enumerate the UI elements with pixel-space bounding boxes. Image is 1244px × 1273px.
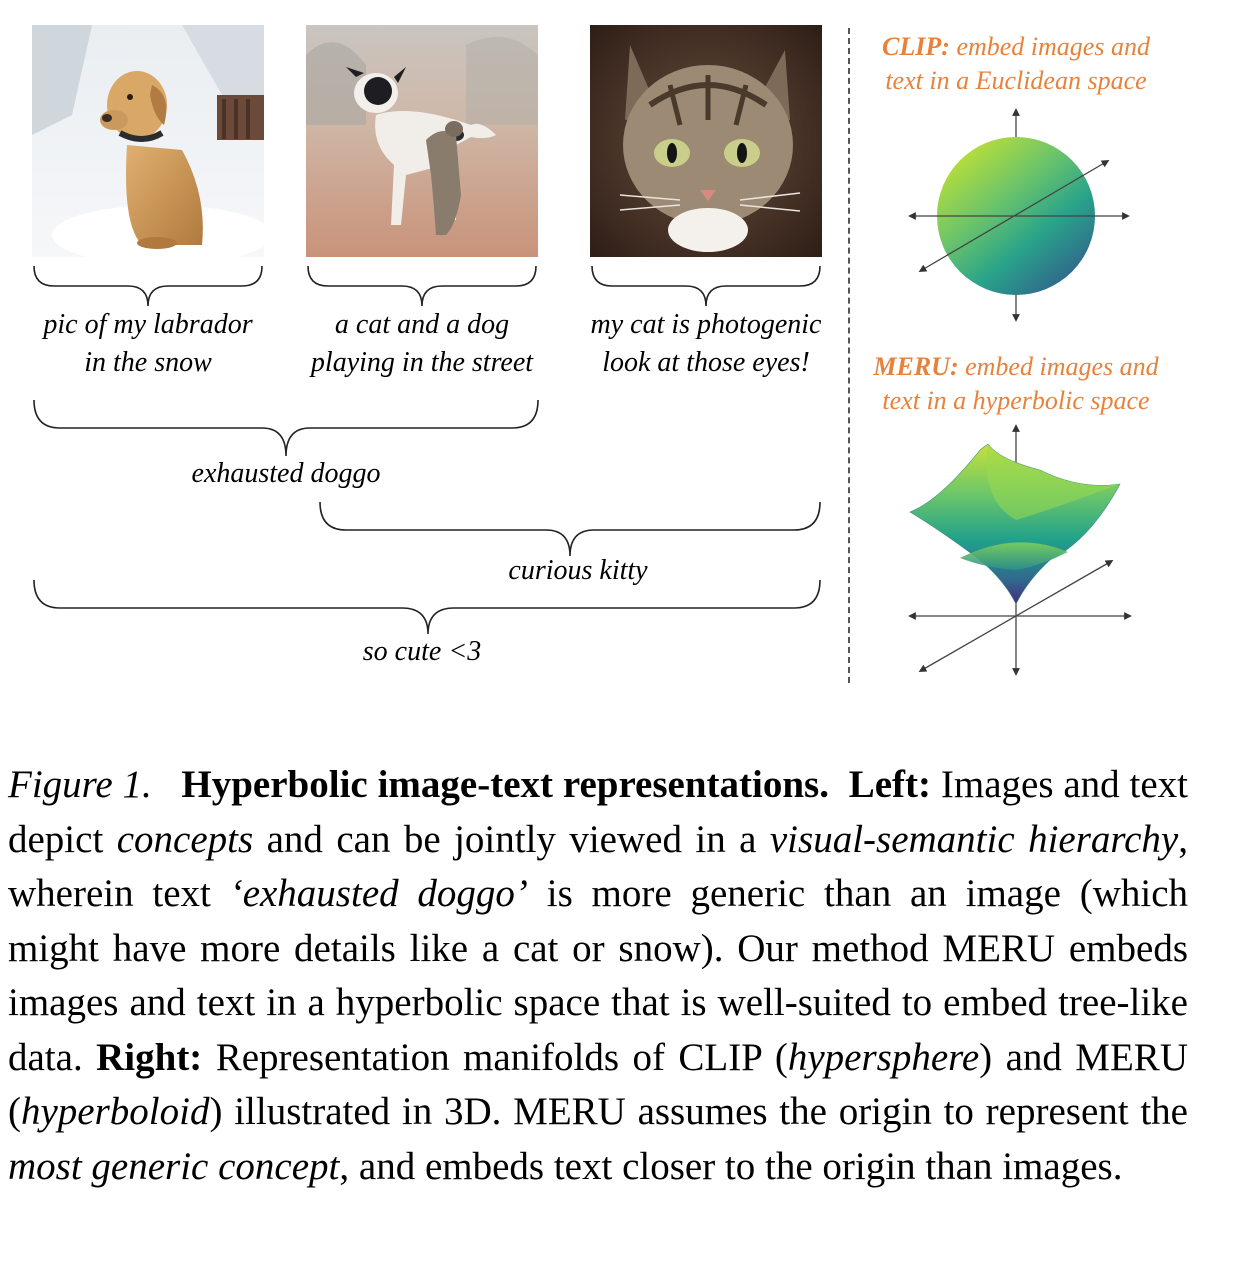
caption-text: and can be jointly viewed in a: [253, 817, 770, 861]
label-curious-kitty: curious kitty: [508, 555, 648, 586]
brace-image-1: [33, 265, 263, 307]
clip-axis-depth: [918, 160, 1110, 272]
brace-image-3: [591, 265, 821, 307]
caption-line: my cat is photogenic: [590, 309, 822, 340]
brace-curious-kitty: [319, 501, 821, 557]
brace-image-2: [307, 265, 537, 307]
meru-hyperboloid-diagram: [908, 424, 1132, 676]
labrador-photo: [32, 25, 264, 257]
caption-text: , wherein text: [8, 817, 1188, 916]
caption-line: pic of my labrador: [43, 309, 253, 340]
brace-so-cute: [33, 579, 821, 635]
meru-label-text: embed images and: [958, 352, 1159, 381]
caption-emphasis: hyperboloid: [21, 1090, 210, 1133]
caption-text: is more generic than an image (which mig…: [8, 872, 1189, 1079]
meru-label-line2: text in a hyperbolic space: [882, 386, 1150, 415]
caption-text: Representation manifolds of CLIP (: [202, 1035, 788, 1079]
label-exhausted-doggo: exhausted doggo: [191, 458, 381, 489]
caption-emphasis: concepts: [116, 817, 254, 861]
image-caption-cat: my cat is photogenic look at those eyes!: [566, 306, 846, 382]
teaser-figure: pic of my labrador in the snow a cat and…: [22, 25, 1178, 683]
cat-photo: [590, 25, 822, 257]
cat-and-dog-photo: [306, 25, 538, 257]
caption-text: , and embeds text closer to the origin t…: [339, 1144, 1123, 1188]
hierarchy-braces: [33, 265, 821, 635]
image-caption-cat-and-dog: a cat and a dog playing in the street: [288, 306, 556, 382]
caption-emphasis: ‘exhausted doggo’: [229, 872, 528, 915]
right-label: Right:: [96, 1035, 203, 1079]
figure-number: Figure 1.: [8, 763, 152, 806]
caption-line: a cat and a dog: [334, 309, 510, 340]
clip-label-text: embed images and: [949, 32, 1150, 61]
clip-hypersphere-diagram: [908, 108, 1130, 322]
caption-text: ) illustrated in 3D. MERU assumes the or…: [209, 1090, 1188, 1133]
figure-title: Hyperbolic image-text representations.: [181, 763, 829, 806]
caption-emphasis: visual-semantic hierarchy: [769, 817, 1179, 861]
image-caption-labrador: pic of my labrador in the snow: [22, 306, 274, 382]
caption-line: look at those eyes!: [602, 347, 810, 378]
caption-text: ) and MERU (: [8, 1035, 1188, 1134]
figure-caption: Figure 1. Hyperbolic image-text represen…: [8, 758, 1188, 1194]
caption-emphasis: most generic concept: [8, 1144, 340, 1188]
caption-emphasis: hypersphere: [787, 1035, 980, 1079]
clip-label-line2: text in a Euclidean space: [885, 66, 1147, 95]
dashed-divider: [848, 28, 850, 683]
meru-axis-depth: [918, 560, 1114, 672]
caption-line: in the snow: [84, 347, 212, 378]
label-so-cute: so cute <3: [362, 636, 482, 667]
clip-label-bold: CLIP:: [882, 32, 950, 61]
brace-exhausted-doggo: [33, 399, 539, 457]
caption-line: playing in the street: [310, 347, 534, 378]
left-label: Left:: [848, 763, 932, 806]
caption-text: Images and text depict: [8, 763, 1189, 861]
meru-label-bold: MERU:: [873, 352, 959, 381]
meru-label: MERU: embed images and text in a hyperbo…: [854, 350, 1178, 418]
clip-label: CLIP: embed images and text in a Euclide…: [854, 30, 1178, 98]
